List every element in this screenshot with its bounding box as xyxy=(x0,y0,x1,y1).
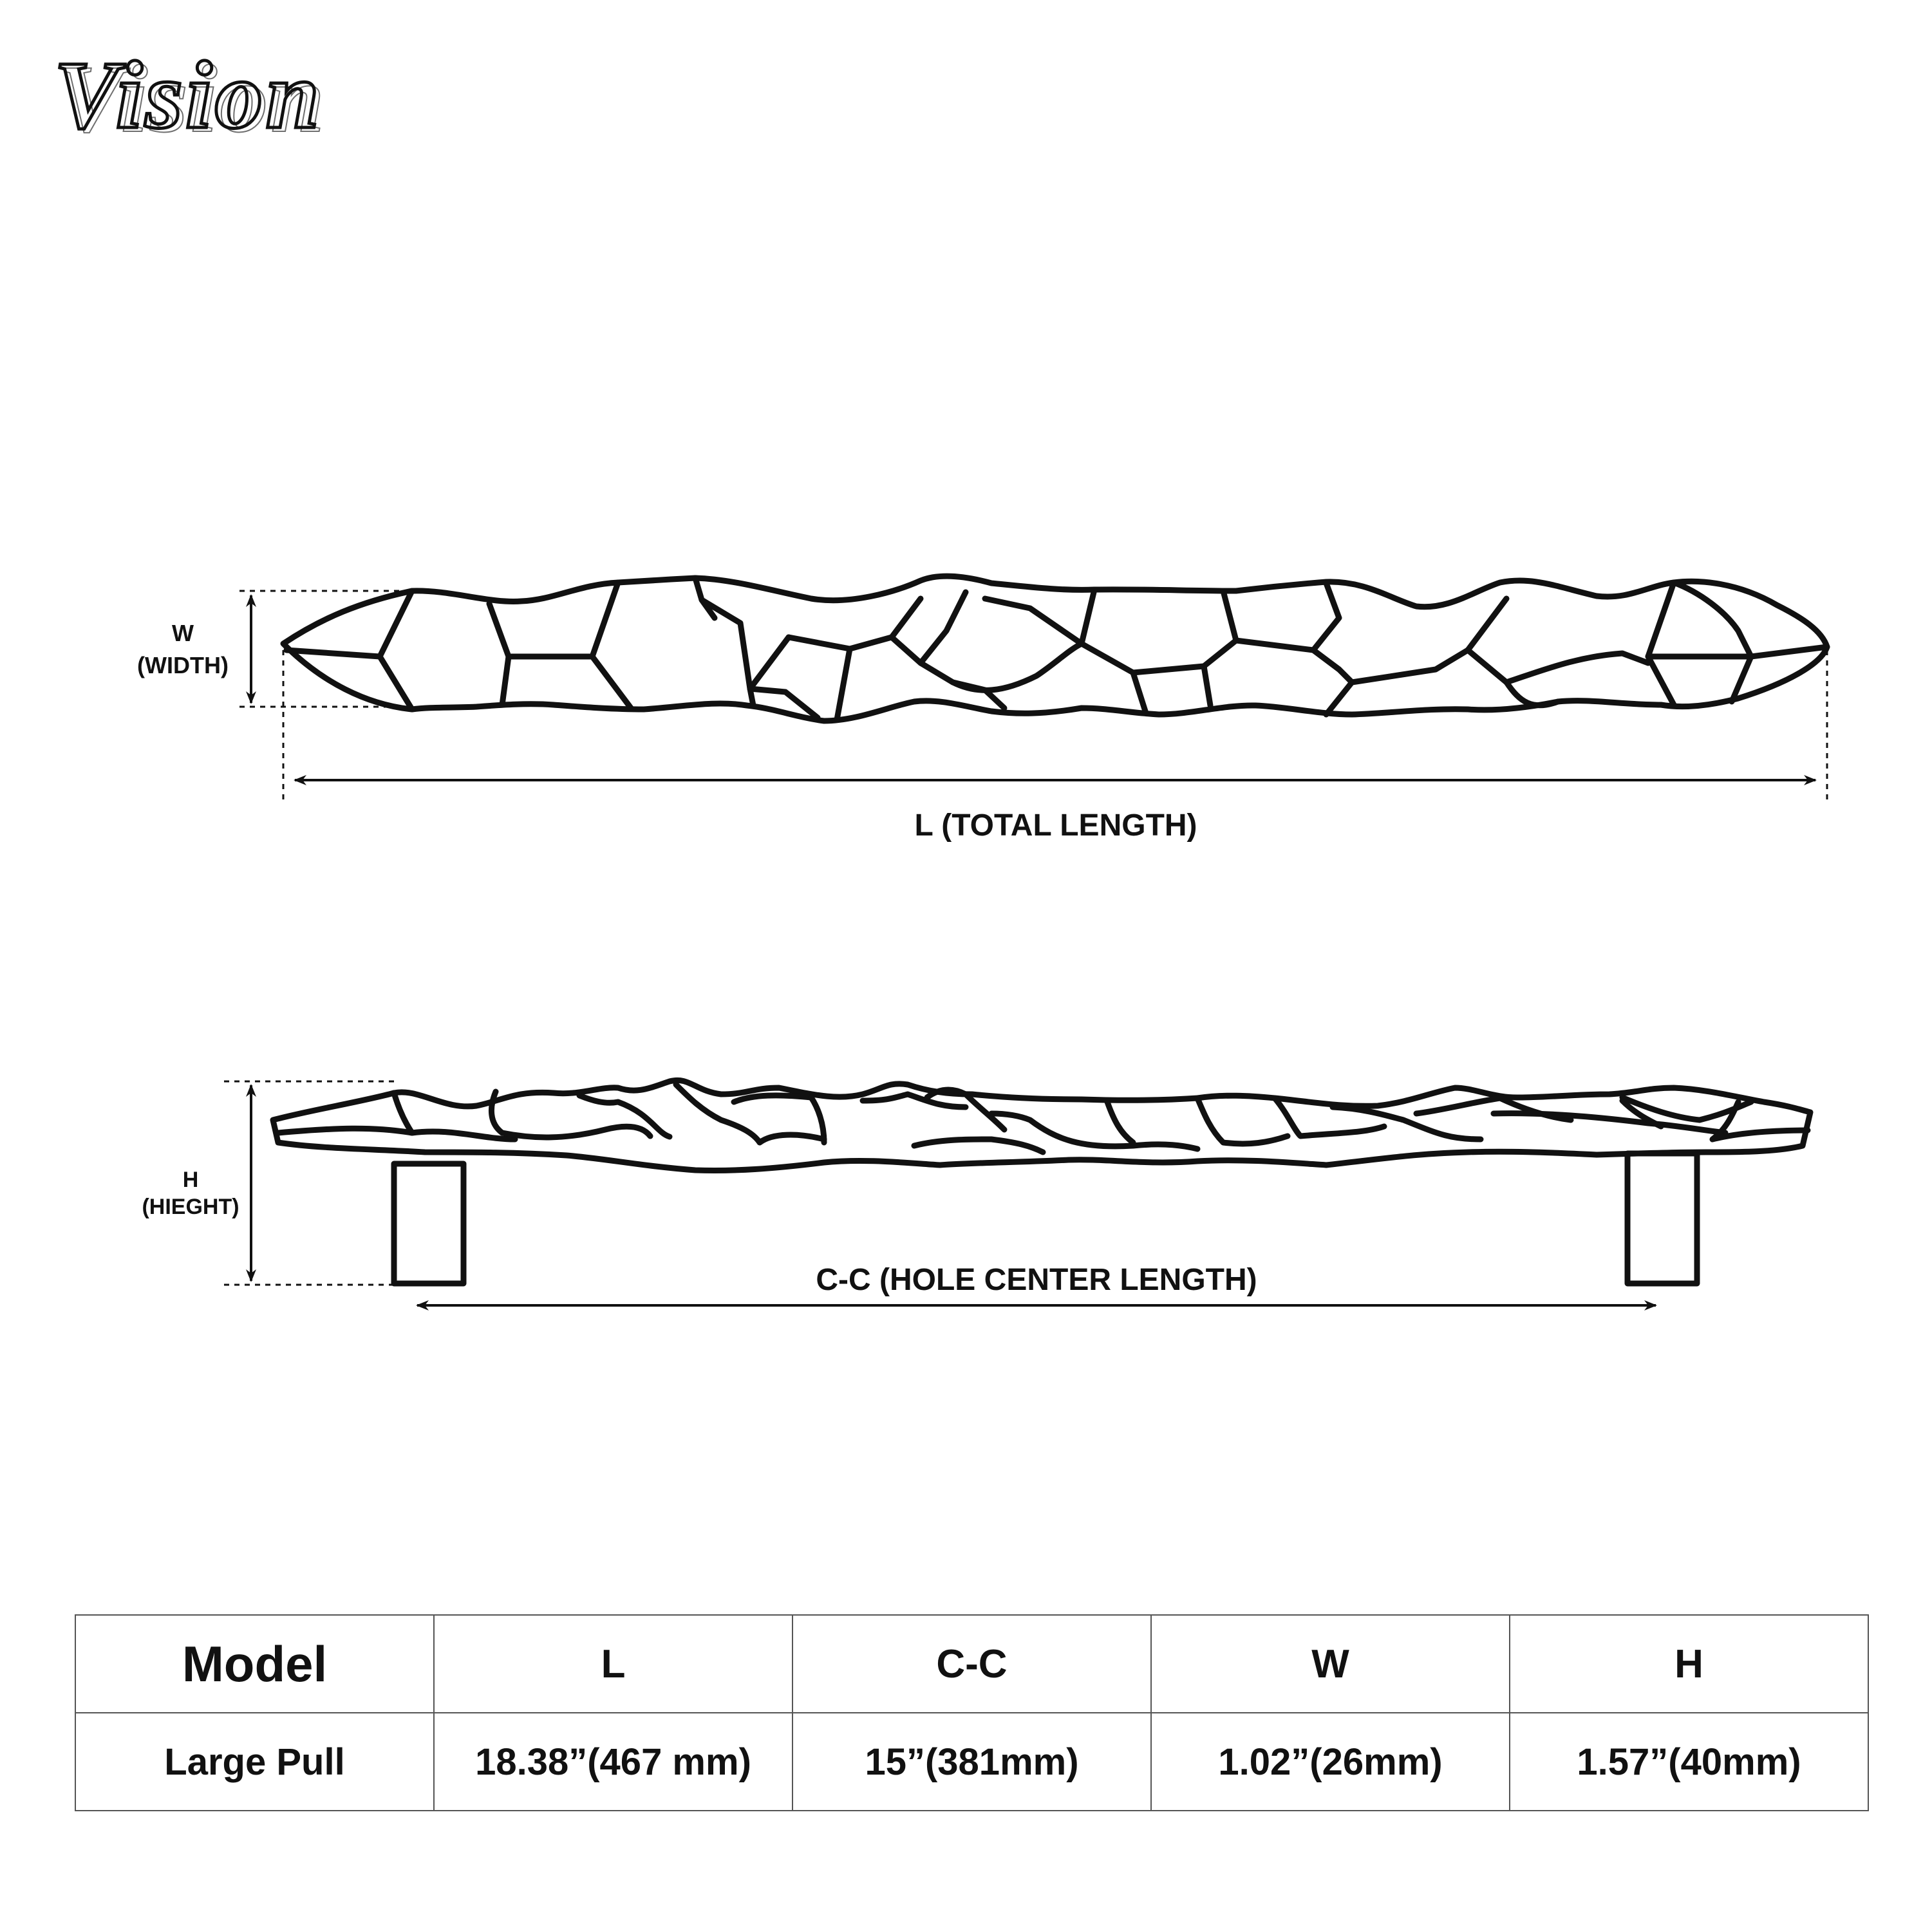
header-l: L xyxy=(433,1614,793,1713)
spec-table: Model L C-C W H Large Pull 18.38”(467 mm… xyxy=(75,1614,1869,1811)
header-model: Model xyxy=(75,1614,435,1713)
spec-table-row: Large Pull 18.38”(467 mm) 15”(381mm) 1.0… xyxy=(75,1712,1869,1811)
top-view-dimensions xyxy=(239,590,1828,805)
header-w: W xyxy=(1150,1614,1510,1713)
spec-table-header: Model L C-C W H xyxy=(75,1614,1869,1713)
vision-logo: Vision Vision xyxy=(53,41,327,154)
side-view-pull xyxy=(270,1077,1814,1287)
cell-l: 18.38”(467 mm) xyxy=(433,1712,793,1811)
width-label-line2: (WIDTH) xyxy=(137,652,229,678)
svg-text:Vision: Vision xyxy=(54,42,322,149)
cc-label: C-C (HOLE CENTER LENGTH) xyxy=(816,1263,1257,1297)
cell-h: 1.57”(40mm) xyxy=(1509,1712,1869,1811)
side-view-outline xyxy=(270,1077,1814,1173)
svg-text:Vision: Vision xyxy=(59,46,327,153)
header-cc: C-C xyxy=(792,1614,1152,1713)
top-view-pull xyxy=(280,573,1830,724)
length-label: L (TOTAL LENGTH) xyxy=(914,808,1197,843)
width-label-line1: W xyxy=(172,620,194,646)
top-view-outline xyxy=(280,573,1830,724)
cell-cc: 15”(381mm) xyxy=(792,1712,1152,1811)
height-label-line2: (HIEGHT) xyxy=(142,1195,239,1219)
side-view-dimensions xyxy=(224,1080,1657,1311)
height-label-line1: H xyxy=(183,1168,199,1192)
cell-w: 1.02”(26mm) xyxy=(1150,1712,1510,1811)
right-post xyxy=(1624,1150,1700,1287)
cell-model: Large Pull xyxy=(75,1712,435,1811)
header-h: H xyxy=(1509,1614,1869,1713)
left-post xyxy=(391,1161,467,1287)
